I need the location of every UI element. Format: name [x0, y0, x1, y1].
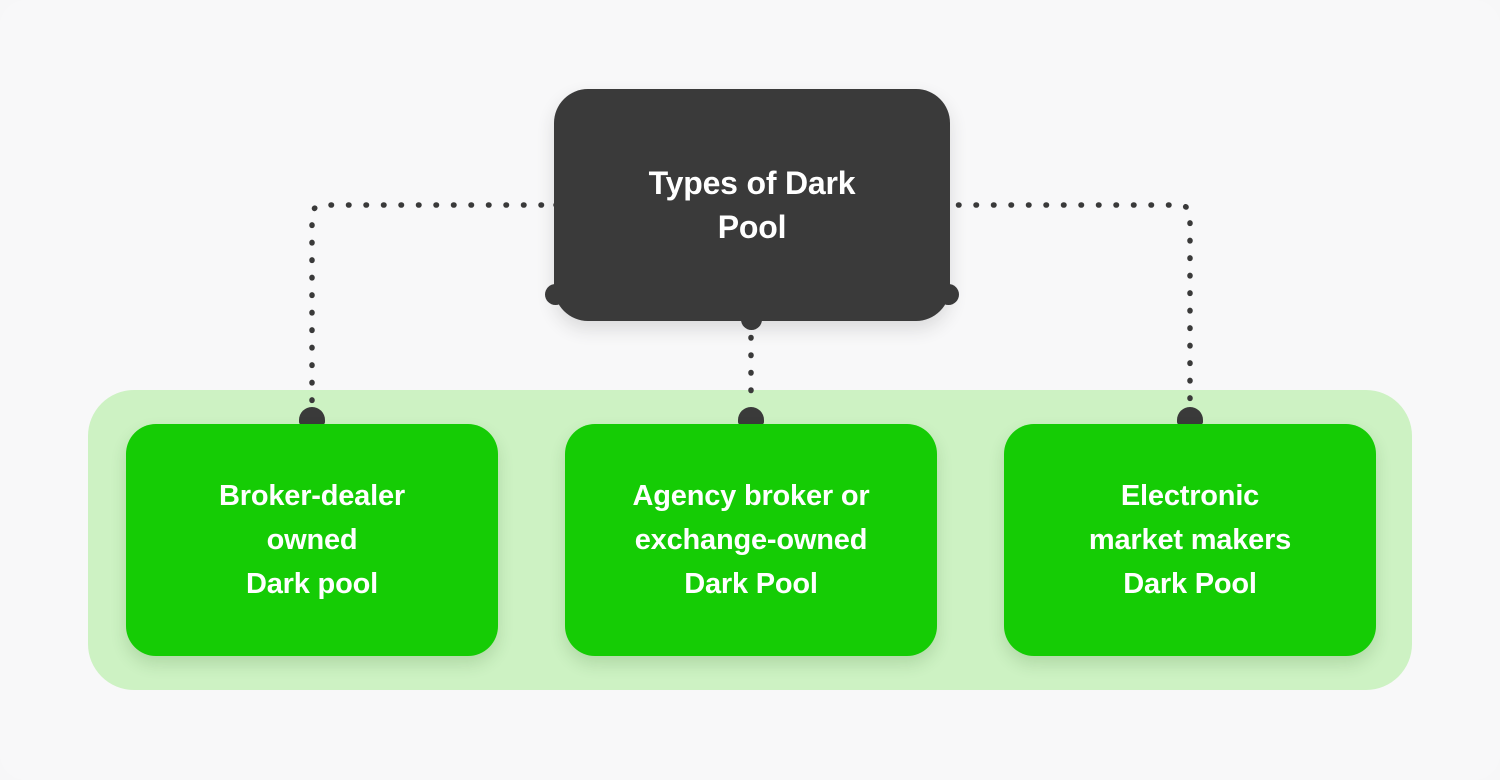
connector-endpoint-child-3 — [1177, 407, 1203, 425]
root-node[interactable]: Types of Dark Pool — [545, 89, 959, 330]
root-connector-nub-bottom — [741, 309, 762, 330]
connector-endpoint-child-2 — [738, 407, 764, 425]
root-connector-nub-left — [545, 284, 566, 305]
child-node-label: Broker-dealer owned Dark pool — [219, 480, 405, 600]
root-node-label: Types of Dark Pool — [648, 165, 856, 245]
child-node-broker-dealer-owned[interactable]: Broker-dealer owned Dark pool — [126, 424, 498, 656]
child-node-label: Electronic market makers Dark Pool — [1088, 480, 1292, 600]
child-node-agency-broker-exchange-owned[interactable]: Agency broker or exchange-owned Dark Poo… — [565, 424, 937, 656]
child-node-electronic-market-makers[interactable]: Electronic market makers Dark Pool — [1004, 424, 1376, 656]
connector-endpoint-child-1 — [299, 407, 325, 425]
child-node-label: Agency broker or exchange-owned Dark Poo… — [632, 480, 870, 600]
root-connector-nub-right — [938, 284, 959, 305]
